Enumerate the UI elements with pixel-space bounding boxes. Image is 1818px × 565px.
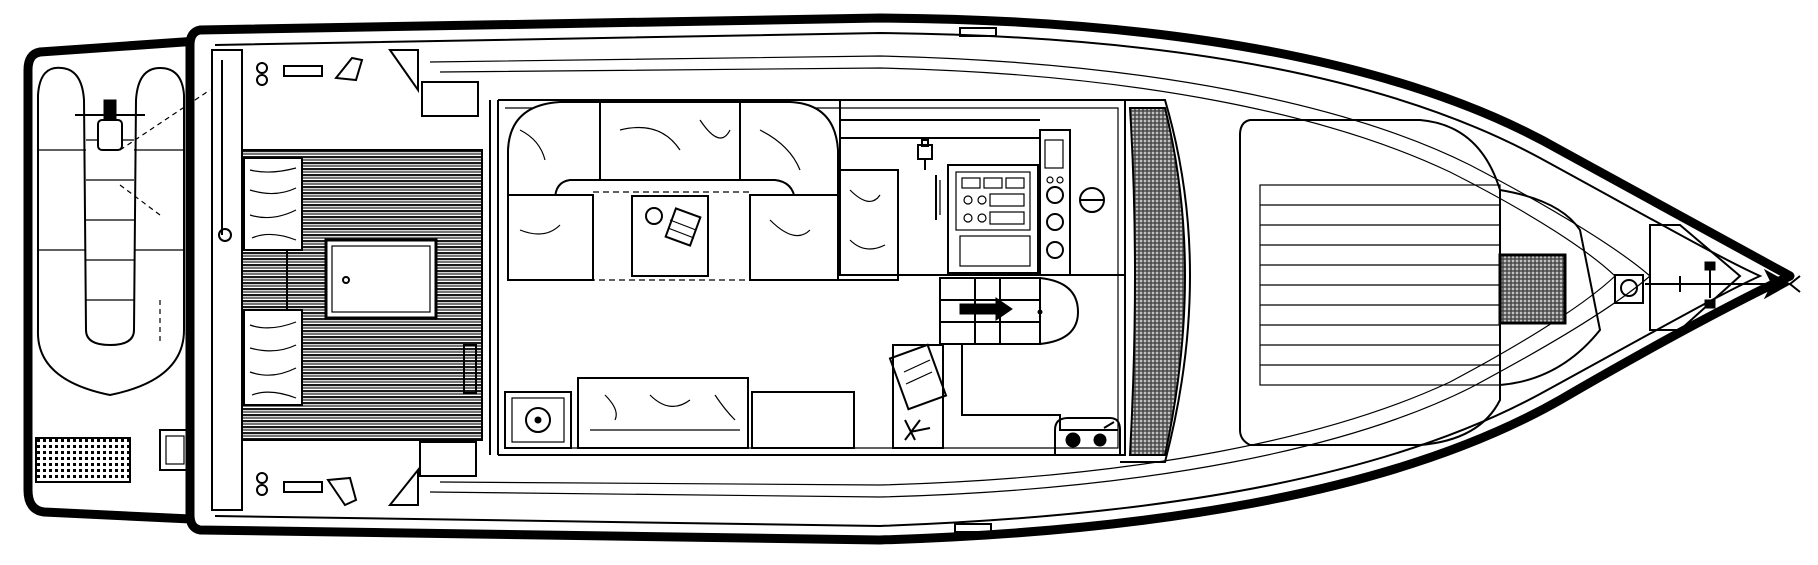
saloon-walls xyxy=(498,99,1126,456)
chart-tools-icon xyxy=(888,343,948,441)
dinette-table xyxy=(592,191,751,281)
lazarette-hatch-inner xyxy=(331,245,431,313)
helm-seat-icon xyxy=(917,139,933,170)
starboard-settee xyxy=(577,377,749,449)
steering-wheel-icon xyxy=(1079,187,1105,213)
cockpit-bench-stbd xyxy=(243,309,303,406)
transom-door xyxy=(241,249,288,311)
sink-icon xyxy=(504,391,572,449)
helm-console xyxy=(839,99,1126,276)
aft-hardware-port xyxy=(256,49,419,94)
dinette-settee xyxy=(507,101,899,281)
saloon-door-port xyxy=(421,81,479,117)
aft-rail-post xyxy=(218,228,232,242)
saloon-door-stbd xyxy=(419,441,477,477)
instrument-panel xyxy=(947,164,1039,274)
outboard-motor-icon xyxy=(75,99,145,151)
windshield xyxy=(1128,107,1186,456)
transom-locker xyxy=(159,429,191,471)
foredeck-sunpad xyxy=(1239,119,1501,446)
gauge-panel xyxy=(1039,129,1071,276)
hatch-handle xyxy=(342,276,350,284)
aft-hardware-stbd xyxy=(256,467,419,507)
swim-platform xyxy=(23,35,213,525)
lazarette-hatch xyxy=(324,238,438,320)
stair-landing xyxy=(1039,277,1080,345)
foredeck-hatch xyxy=(1498,253,1567,325)
sliding-door-track xyxy=(463,344,477,394)
gunwale-inner xyxy=(214,31,1763,528)
cleat-port-mid xyxy=(959,27,997,37)
arrow-right-icon xyxy=(959,297,1013,321)
swim-ladder xyxy=(35,437,131,483)
cleat-stbd-mid xyxy=(954,523,992,533)
engine-control-icon xyxy=(1054,417,1121,456)
dinette-table-top xyxy=(631,195,709,277)
sunpad-cushion xyxy=(1259,184,1602,386)
transom-locker-inner xyxy=(165,435,185,465)
lower-deck-wall xyxy=(961,344,1118,431)
navigation-chart-icon xyxy=(664,207,702,247)
anchor-windlass-icon xyxy=(1614,261,1801,309)
saloon-cabinet xyxy=(751,391,855,449)
davit-lines xyxy=(119,89,211,345)
